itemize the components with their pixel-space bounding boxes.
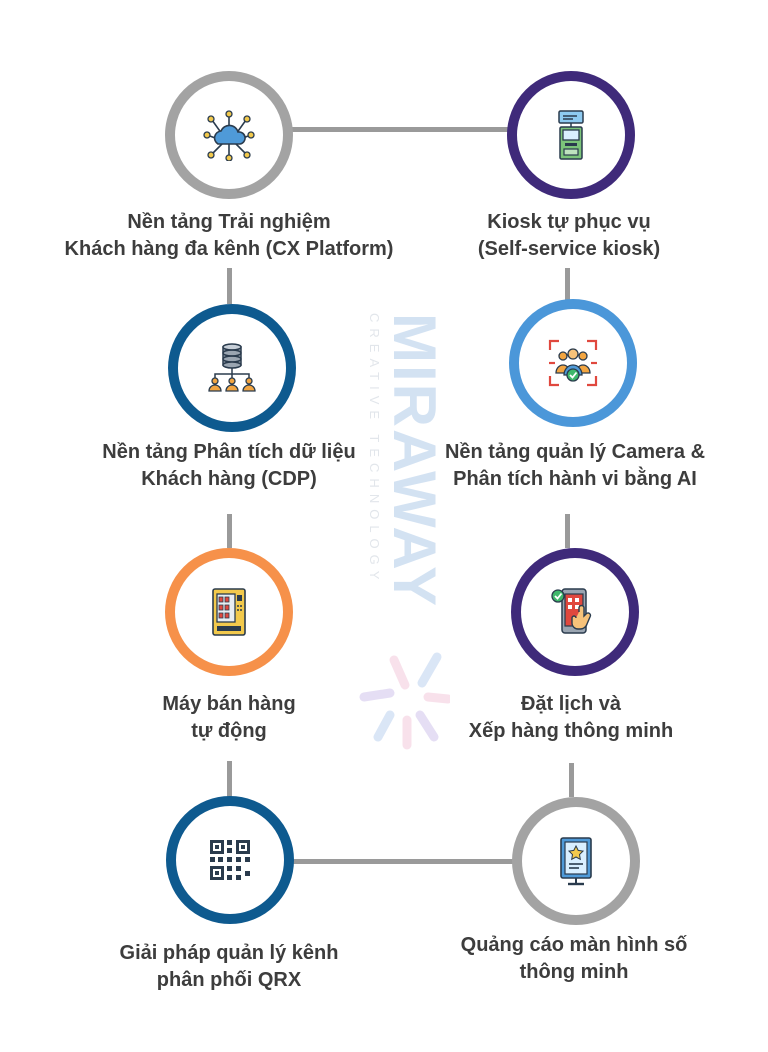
- booking-line-2: Xếp hàng thông minh: [468, 720, 674, 742]
- digital-signage-icon: [560, 837, 592, 886]
- vending-circle: [165, 548, 293, 676]
- signage-line-1: Quảng cáo màn hình số: [460, 934, 688, 956]
- camera-ai-line-1: Nền tảng quản lý Camera &: [444, 441, 706, 463]
- camera-ai-label: Nền tảng quản lý Camera & Phân tích hành…: [375, 439, 768, 493]
- database-users-icon: [208, 343, 256, 392]
- connector-vending-qrx: [227, 761, 232, 797]
- signage-circle: [512, 797, 640, 925]
- kiosk-line-2: (Self-service kiosk): [477, 238, 661, 260]
- qrx-circle: [166, 796, 294, 924]
- camera-ai-line-2: Phân tích hành vi bằng AI: [453, 468, 697, 490]
- camera-ai-circle: [509, 299, 637, 427]
- kiosk-circle: [507, 71, 635, 199]
- qrx-label: Giải pháp quản lý kênh phân phối QRX: [29, 940, 429, 994]
- connector-cx-cdp: [227, 268, 232, 304]
- connector-kiosk-camera: [565, 268, 570, 300]
- kiosk-line-1: Kiosk tự phục vụ: [487, 211, 651, 233]
- vending-machine-icon: [212, 588, 246, 636]
- connector-camera-booking: [565, 514, 570, 548]
- phone-booking-icon: [551, 588, 592, 634]
- vending-label: Máy bán hàng tự động: [29, 691, 429, 745]
- connector-cdp-vending: [227, 514, 232, 548]
- cx-platform-line-2: Khách hàng đa kênh (CX Platform): [64, 238, 394, 260]
- signage-line-2: thông minh: [519, 961, 629, 983]
- cloud-network-icon: [203, 110, 255, 161]
- face-scan-icon: [548, 339, 598, 387]
- connector-qrx-signage: [290, 859, 515, 864]
- cdp-line-1: Nền tảng Phân tích dữ liệu: [102, 441, 356, 463]
- qrx-line-1: Giải pháp quản lý kênh: [119, 942, 339, 964]
- booking-line-1: Đặt lịch và: [520, 693, 622, 715]
- cx-platform-line-1: Nền tảng Trải nghiệm: [127, 211, 331, 233]
- connector-cx-kiosk: [290, 127, 510, 132]
- cdp-circle: [168, 304, 296, 432]
- connector-booking-signage: [569, 763, 574, 797]
- vending-line-2: tự động: [191, 720, 267, 742]
- kiosk-icon: [558, 110, 584, 160]
- qrx-line-2: phân phối QRX: [156, 969, 302, 991]
- qr-code-icon: [210, 840, 250, 880]
- cdp-label: Nền tảng Phân tích dữ liệu Khách hàng (C…: [29, 439, 429, 493]
- cdp-line-2: Khách hàng (CDP): [141, 468, 317, 490]
- vending-line-1: Máy bán hàng: [162, 693, 296, 715]
- booking-circle: [511, 548, 639, 676]
- miraway-watermark-logo: CREATIVE TECHNOLOGY MIRAWAY: [359, 313, 450, 750]
- signage-label: Quảng cáo màn hình số thông minh: [374, 932, 768, 986]
- kiosk-label: Kiosk tự phục vụ (Self-service kiosk): [369, 209, 768, 263]
- booking-label: Đặt lịch và Xếp hàng thông minh: [371, 691, 768, 745]
- cx-platform-label: Nền tảng Trải nghiệm Khách hàng đa kênh …: [29, 209, 429, 263]
- cx-platform-circle: [165, 71, 293, 199]
